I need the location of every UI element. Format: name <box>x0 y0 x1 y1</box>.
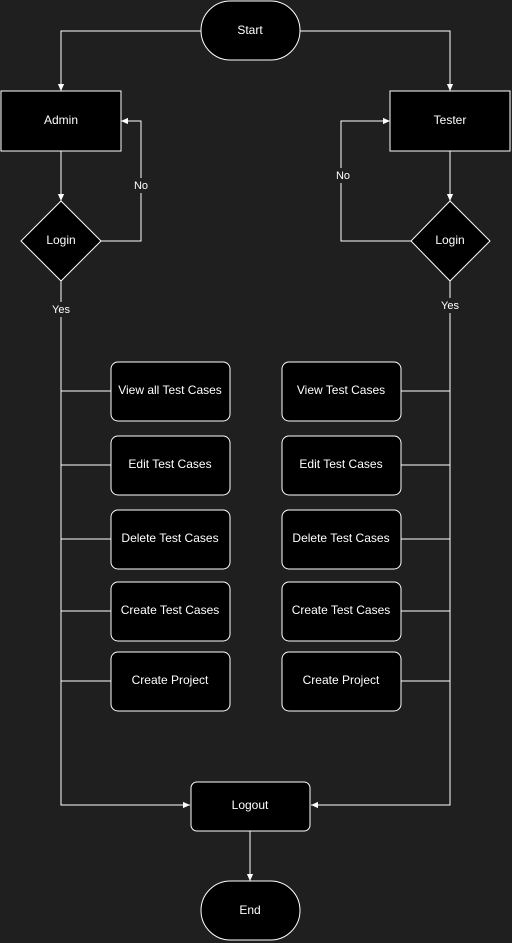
admin-label: Admin <box>44 113 78 127</box>
tester-delete-label: Delete Test Cases <box>292 531 389 545</box>
admin-view-label: View all Test Cases <box>118 383 222 397</box>
tester-view-node: View Test Cases <box>281 361 402 422</box>
start-label: Start <box>237 23 263 37</box>
admin-create-cases-label: Create Test Cases <box>121 603 220 617</box>
end-label: End <box>239 903 260 917</box>
start-node: Start <box>200 0 301 61</box>
tester-node: Tester <box>389 90 511 152</box>
admin-edit-node: Edit Test Cases <box>110 435 231 496</box>
tester-create-project-node: Create Project <box>281 651 402 712</box>
tester-create-project-label: Create Project <box>303 673 380 687</box>
tester-login-label: Login <box>435 233 464 247</box>
tester-yes-label: Yes <box>441 300 459 312</box>
admin-login-label: Login <box>46 233 75 247</box>
admin-node: Admin <box>0 90 122 152</box>
tester-edit-label: Edit Test Cases <box>299 457 382 471</box>
edge-start-tester <box>300 30 454 91</box>
admin-create-cases-node: Create Test Cases <box>110 581 231 642</box>
edge-start-admin <box>57 30 202 91</box>
tester-create-cases-node: Create Test Cases <box>281 581 402 642</box>
tester-login-decision: Login <box>410 200 491 282</box>
edge-labels: No Yes No Yes <box>51 168 461 317</box>
tester-view-label: View Test Cases <box>297 383 385 397</box>
admin-create-project-label: Create Project <box>132 673 209 687</box>
tester-create-cases-label: Create Test Cases <box>292 603 391 617</box>
admin-delete-label: Delete Test Cases <box>121 531 218 545</box>
admin-view-node: View all Test Cases <box>110 361 231 422</box>
tester-label: Tester <box>434 113 467 127</box>
edge-admin-trunk <box>60 281 190 809</box>
tester-edit-node: Edit Test Cases <box>281 435 402 496</box>
logout-label: Logout <box>232 798 269 812</box>
admin-create-project-node: Create Project <box>110 651 231 712</box>
logout-node: Logout <box>190 781 311 832</box>
admin-delete-node: Delete Test Cases <box>110 509 231 570</box>
admin-no-label: No <box>134 180 148 192</box>
admin-edit-label: Edit Test Cases <box>128 457 211 471</box>
admin-login-decision: Login <box>20 200 102 282</box>
tester-delete-node: Delete Test Cases <box>281 509 402 570</box>
end-node: End <box>200 880 301 941</box>
admin-yes-label: Yes <box>52 304 70 316</box>
tester-no-label: No <box>336 170 350 182</box>
edge-tester-trunk <box>311 281 451 809</box>
